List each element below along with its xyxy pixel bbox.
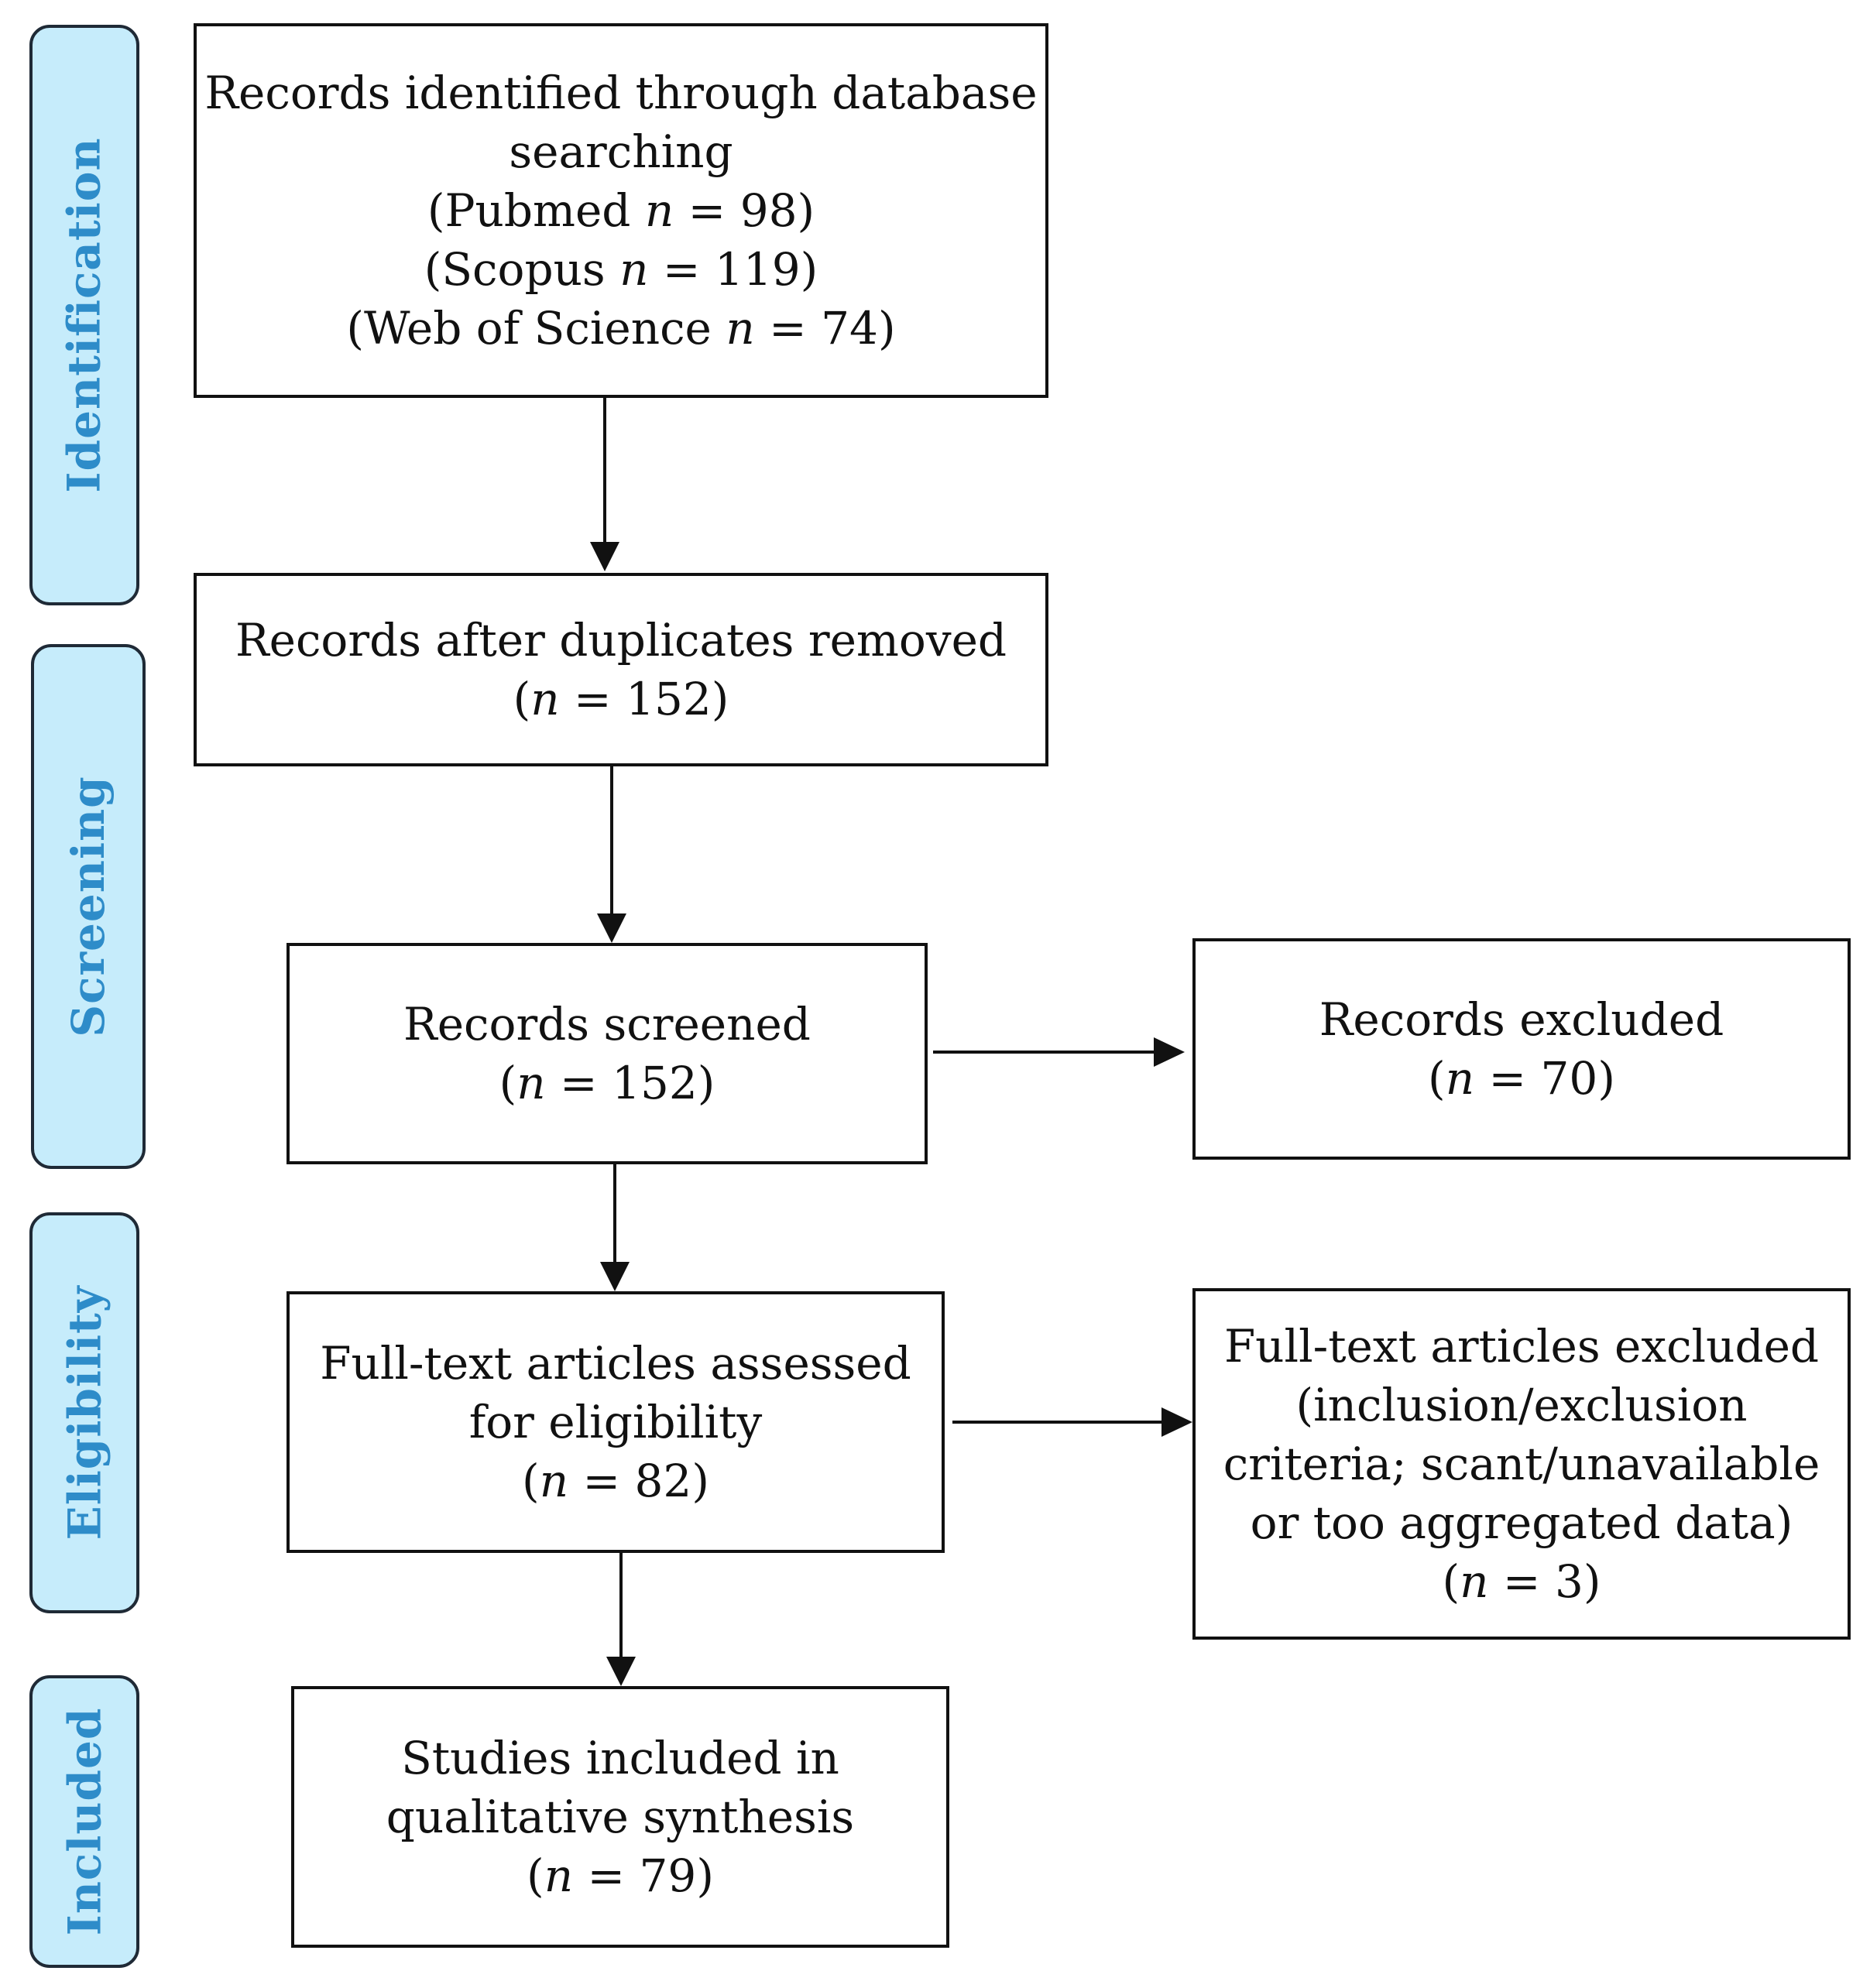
fulltext-excluded-line-4: or too aggregated data): [1250, 1496, 1793, 1549]
fulltext-excluded-line-1: Full-text articles excluded: [1223, 1320, 1820, 1373]
identified-line-1: Records identified through database: [204, 67, 1038, 119]
included-line-2: qualitative synthesis: [386, 1791, 855, 1843]
source-pubmed: (Pubmed n = 98): [427, 184, 815, 237]
arrowhead-1: [590, 542, 619, 571]
box-records-screened: Records screened (n = 152): [287, 943, 928, 1164]
box-fulltext-assessed: Full-text articles assessed for eligibil…: [287, 1291, 945, 1553]
source-web-of-science: (Web of Science n = 74): [346, 302, 896, 355]
included-line-1: Studies included in: [401, 1732, 839, 1784]
box-fulltext-excluded: Full-text articles excluded (inclusion/e…: [1192, 1288, 1851, 1640]
excluded-count: (n = 70): [1428, 1052, 1615, 1105]
fulltext-excluded-count: (n = 3): [1442, 1555, 1601, 1608]
phase-screening: Screening: [31, 644, 146, 1169]
source-scopus: (Scopus n = 119): [424, 243, 818, 296]
phase-identification: Identification: [29, 25, 139, 605]
fulltext-assessed-line-1: Full-text articles assessed: [320, 1337, 911, 1390]
after-duplicates-count: (n = 152): [513, 673, 729, 725]
arrowhead-2: [597, 913, 626, 943]
screened-count: (n = 152): [499, 1057, 715, 1109]
phase-included: Included: [29, 1675, 139, 1968]
fulltext-assessed-count: (n = 82): [522, 1455, 709, 1507]
fulltext-excluded-line-2: (inclusion/exclusion: [1295, 1379, 1748, 1431]
after-duplicates-label: Records after duplicates removed: [235, 614, 1007, 667]
fulltext-assessed-line-2: for eligibility: [468, 1396, 763, 1448]
fulltext-excluded-line-3: criteria; scant/unavailable: [1223, 1438, 1820, 1490]
box-studies-included: Studies included in qualitative synthesi…: [291, 1686, 949, 1948]
identified-line-2: searching: [509, 125, 733, 178]
arrowhead-3: [600, 1262, 630, 1291]
arrowhead-6: [1161, 1407, 1192, 1437]
screened-label: Records screened: [403, 998, 811, 1051]
included-count: (n = 79): [527, 1849, 714, 1902]
arrowhead-5: [1154, 1037, 1185, 1067]
arrowhead-4: [606, 1657, 636, 1686]
box-records-identified: Records identified through database sear…: [194, 23, 1048, 398]
phase-eligibility: Eligibility: [29, 1212, 139, 1613]
excluded-label: Records excluded: [1319, 993, 1724, 1046]
box-records-excluded: Records excluded (n = 70): [1192, 938, 1851, 1160]
box-after-duplicates: Records after duplicates removed (n = 15…: [194, 573, 1048, 766]
